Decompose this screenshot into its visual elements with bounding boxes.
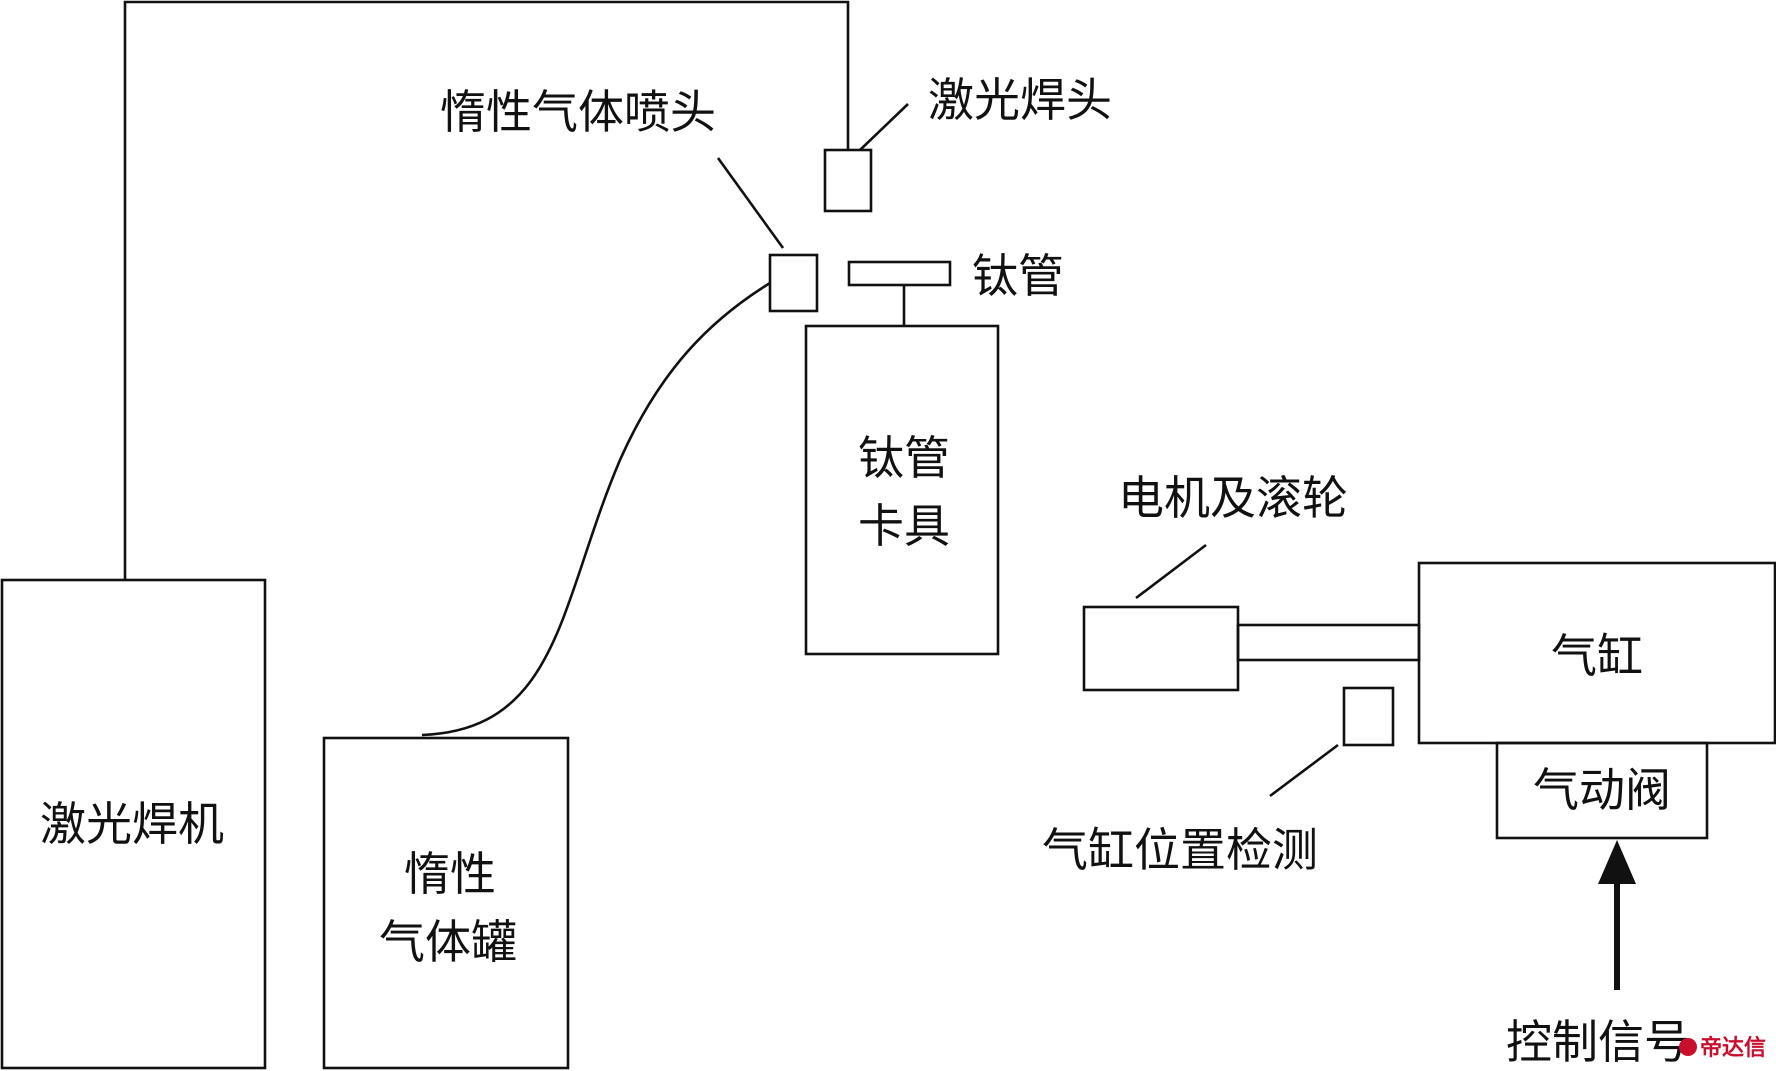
motor-rollers-leader bbox=[1135, 543, 1207, 600]
cylinder-label: 气缸 bbox=[1551, 629, 1643, 683]
control-signal-label: 控制信号 bbox=[1506, 1015, 1690, 1069]
laser-welder-box bbox=[0, 578, 267, 1070]
piston-rod bbox=[1236, 623, 1421, 662]
laser-welder-label: 激光焊机 bbox=[40, 797, 224, 851]
inert-gas-tank-label-line1: 惰性 bbox=[404, 847, 496, 901]
inert-gas-tank-label-line2: 气体罐 bbox=[379, 915, 517, 969]
tube-fixture-label-line2: 卡具 bbox=[858, 499, 950, 553]
inert-gas-nozzle-label: 惰性气体喷头 bbox=[440, 85, 716, 139]
watermark-text: 帝达信 bbox=[1700, 1035, 1766, 1061]
position-sensor-label: 气缸位置检测 bbox=[1042, 823, 1318, 877]
pneumatic-valve-box bbox=[1495, 741, 1709, 840]
inert-gas-nozzle-box bbox=[768, 253, 819, 313]
laser-weld-head-box bbox=[823, 148, 873, 213]
laser-weld-head-leader bbox=[859, 103, 909, 151]
motor-rollers-box bbox=[1082, 605, 1240, 692]
inert-gas-nozzle-leader bbox=[716, 157, 785, 249]
welder-to-head-cable bbox=[123, 0, 850, 580]
tube-fixture-box bbox=[804, 324, 1000, 656]
titanium-tube-label: 钛管 bbox=[972, 249, 1064, 303]
laser-weld-head-label: 激光焊头 bbox=[928, 73, 1112, 127]
gas-hose bbox=[421, 281, 771, 737]
position-sensor-leader bbox=[1269, 743, 1339, 798]
pneumatic-valve-label: 气动阀 bbox=[1533, 763, 1671, 817]
titanium-tube-box bbox=[847, 260, 952, 287]
position-sensor-box bbox=[1342, 686, 1395, 747]
control-signal-arrowhead bbox=[1598, 840, 1636, 884]
tube-fixture-label-line1: 钛管 bbox=[858, 431, 950, 485]
inert-gas-tank-box bbox=[322, 736, 570, 1070]
watermark-logo: 帝达信 bbox=[1679, 1035, 1766, 1061]
motor-rollers-label: 电机及滚轮 bbox=[1118, 471, 1348, 525]
